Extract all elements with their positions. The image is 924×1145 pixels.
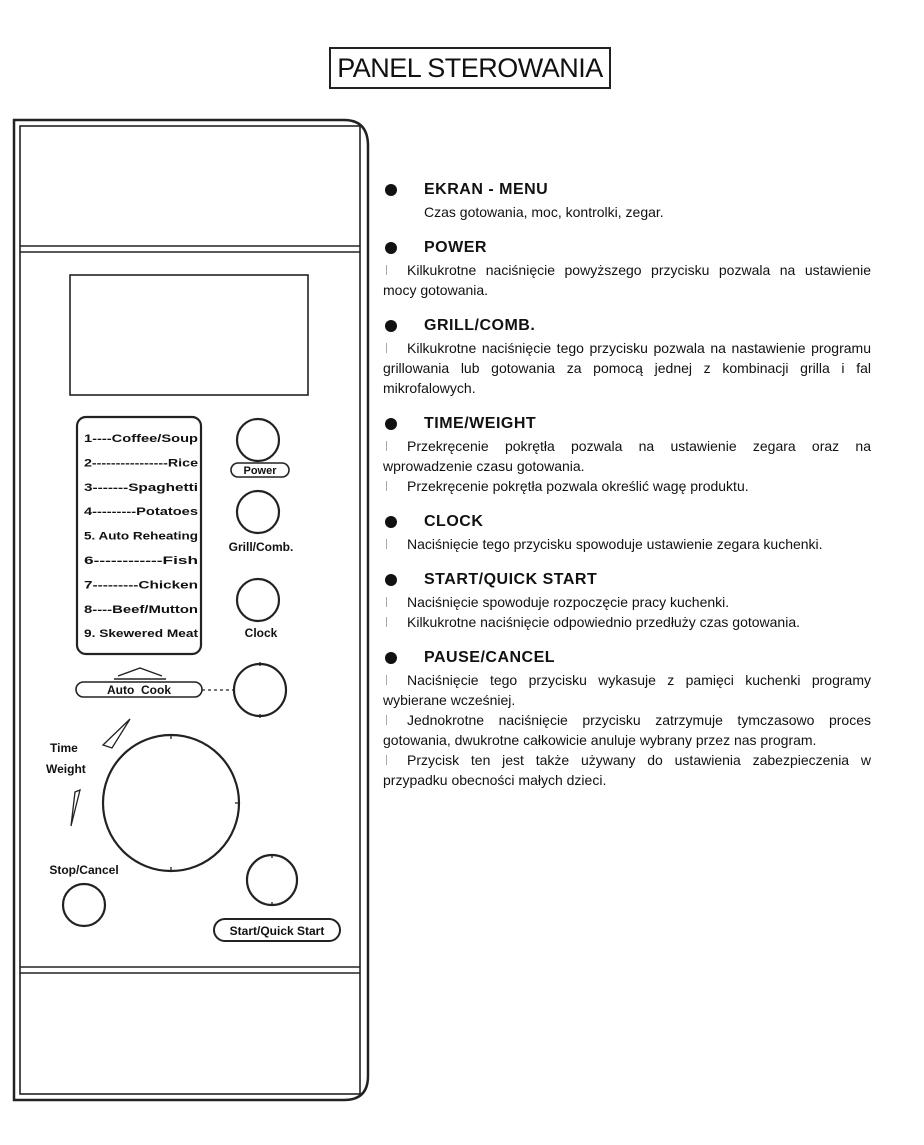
section-heading: TIME/WEIGHT xyxy=(383,412,871,436)
paragraph-mark-icon xyxy=(386,481,387,491)
section-text: Przekręcenie pokrętła pozwala określić w… xyxy=(383,476,871,496)
stop-cancel-button[interactable] xyxy=(61,882,107,928)
function-descriptions: EKRAN - MENU Czas gotowania, moc, kontrol… xyxy=(383,178,871,804)
grill-comb-button[interactable] xyxy=(235,489,281,535)
section-heading: EKRAN - MENU xyxy=(383,178,871,202)
bullet-icon xyxy=(385,320,397,332)
section-text: Kilkukrotne naciśnięcie odpowiednio prze… xyxy=(383,612,871,632)
stop-cancel-label: Stop/Cancel xyxy=(49,863,118,877)
time-weight-dial[interactable] xyxy=(101,733,241,873)
section-text: Naciśnięcie tego przycisku wykasuje z pa… xyxy=(383,672,871,708)
control-panel-diagram: 1----Coffee/Soup 2----------------Rice 3--… xyxy=(12,118,370,1102)
paragraph-mark-icon xyxy=(386,617,387,627)
paragraph-mark-icon xyxy=(386,441,387,451)
power-button[interactable] xyxy=(235,417,281,463)
program-item: 5. Auto Reheating xyxy=(84,531,198,543)
program-item: 7---------Chicken xyxy=(84,579,198,591)
auto-cook-knob[interactable] xyxy=(232,662,288,718)
section-text: Czas gotowania, moc, kontrolki, zegar. xyxy=(424,204,664,220)
section-text: Naciśnięcie spowoduje rozpoczęcie pracy … xyxy=(383,592,871,612)
section-heading: START/QUICK START xyxy=(383,568,871,592)
program-item: 8----Beef/Mutton xyxy=(84,604,198,616)
paragraph-mark-icon xyxy=(386,343,387,353)
section-heading: CLOCK xyxy=(383,510,871,534)
section-text: Kilkukrotne naciśnięcie powyższego przyc… xyxy=(383,262,871,298)
bullet-icon xyxy=(385,652,397,664)
section-heading: GRILL/COMB. xyxy=(383,314,871,338)
time-label: Time xyxy=(50,741,78,755)
bullet-icon xyxy=(385,574,397,586)
panel-inner-outline xyxy=(19,125,361,1095)
program-item: 4---------Potatoes xyxy=(84,506,198,518)
program-item: 2----------------Rice xyxy=(84,457,198,469)
paragraph-mark-icon xyxy=(386,675,387,685)
auto-cook-program-list: 1----Coffee/Soup 2----------------Rice 3--… xyxy=(84,433,198,640)
bullet-icon xyxy=(385,418,397,430)
bullet-icon xyxy=(385,516,397,528)
clock-button[interactable] xyxy=(235,577,281,623)
section-text: Naciśnięcie tego przycisku spowoduje ust… xyxy=(383,534,871,554)
weight-label: Weight xyxy=(46,762,86,776)
section-text: Kilkukrotne naciśnięcie tego przycisku p… xyxy=(383,340,871,396)
program-item: 3-------Spaghetti xyxy=(84,482,198,494)
panel-outline xyxy=(12,118,370,1102)
clock-label: Clock xyxy=(245,626,278,640)
section-text: Jednokrotne naciśnięcie przycisku zatrzy… xyxy=(383,712,871,748)
power-label: Power xyxy=(243,465,277,477)
section-text: Przycisk ten jest także używany do ustaw… xyxy=(383,752,871,788)
paragraph-mark-icon xyxy=(386,715,387,725)
start-pill xyxy=(213,918,341,942)
grill-comb-label: Grill/Comb. xyxy=(229,540,294,554)
section-heading: PAUSE/CANCEL xyxy=(383,646,871,670)
paragraph-mark-icon xyxy=(386,755,387,765)
auto-cook-label: Auto Cook xyxy=(107,683,171,697)
paragraph-mark-icon xyxy=(386,597,387,607)
start-quick-start-label: Start/Quick Start xyxy=(230,924,325,938)
section-text: Przekręcenie pokrętła pozwala na ustawie… xyxy=(383,438,871,474)
bullet-icon xyxy=(385,242,397,254)
program-item: 6------------Fish xyxy=(84,555,198,567)
auto-cook-menu-box xyxy=(75,415,203,656)
description-section: EKRAN - MENU Czas gotowania, moc, kontrol… xyxy=(383,178,871,222)
start-quick-start-button[interactable] xyxy=(245,853,299,907)
section-heading: POWER xyxy=(383,236,871,260)
program-item: 9. Skewered Meat xyxy=(84,628,198,640)
description-section: GRILL/COMB.Kilkukrotne naciśnięcie tego … xyxy=(383,314,871,398)
paragraph-mark-icon xyxy=(386,539,387,549)
program-item: 1----Coffee/Soup xyxy=(84,433,198,445)
paragraph-mark-icon xyxy=(386,265,387,275)
page-title: PANEL STEROWANIA xyxy=(329,47,611,89)
display-window xyxy=(69,274,309,396)
bullet-icon xyxy=(385,184,397,196)
